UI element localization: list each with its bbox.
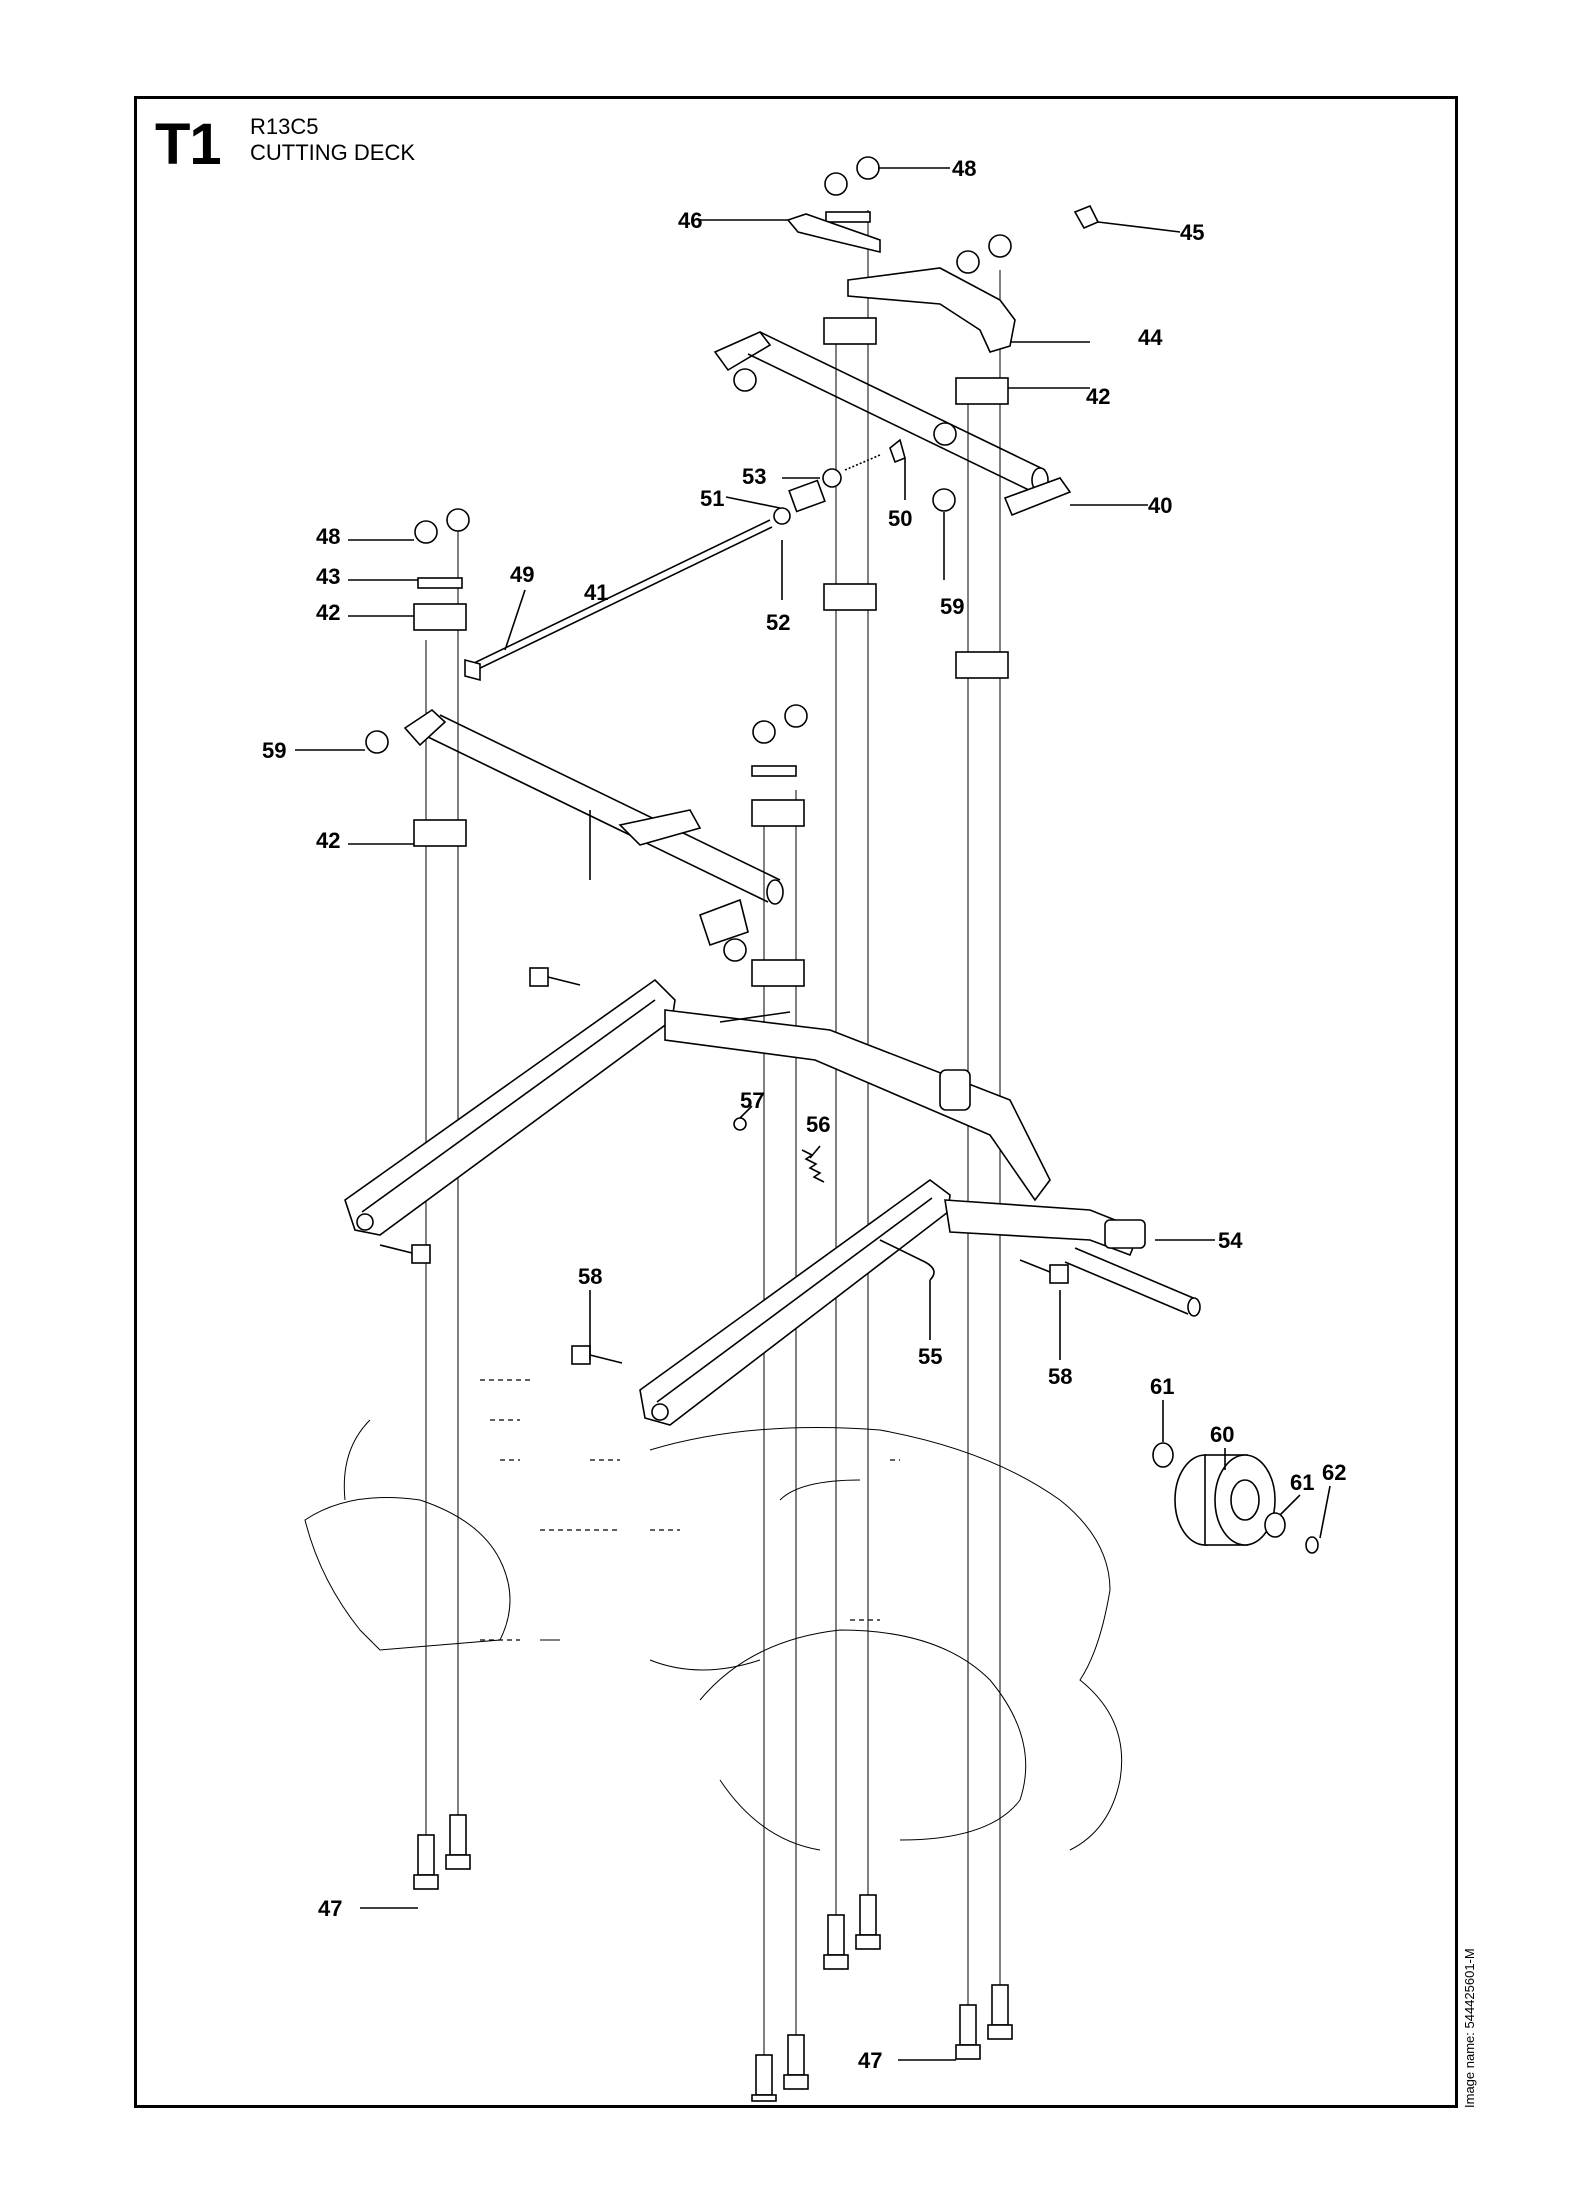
lock-nuts — [365, 156, 1012, 754]
callout-62: 62 — [1322, 1460, 1346, 1485]
upper-pivot-shaft — [713, 331, 1072, 517]
callout-50: 50 — [888, 506, 912, 531]
callout-54: 54 — [1218, 1228, 1243, 1253]
brackets — [786, 213, 1016, 353]
wheel-assembly — [1152, 1442, 1319, 1554]
callout-51: 51 — [700, 486, 724, 511]
callout-45: 45 — [1180, 220, 1204, 245]
cutting-deck-outline — [304, 1379, 1123, 1851]
callout-53: 53 — [742, 464, 766, 489]
sheet-code: T1 — [155, 112, 222, 177]
leader-lines — [295, 167, 1331, 2061]
lower-pivot-shaft — [403, 708, 784, 962]
callout-55: 55 — [918, 1344, 942, 1369]
clamp-blocks — [413, 211, 1009, 987]
model-number: R13C5 — [250, 114, 319, 139]
diagram-frame — [134, 96, 1458, 2108]
lift-arm-left — [344, 978, 1051, 1236]
callout-60: 60 — [1210, 1422, 1234, 1447]
callout-59-right: 59 — [940, 594, 964, 619]
callout-59-left: 59 — [262, 738, 286, 763]
callout-61-left: 61 — [1150, 1374, 1174, 1399]
callout-52: 52 — [766, 610, 790, 635]
clip — [1073, 204, 1100, 230]
callout-47-left: 47 — [318, 1896, 342, 1921]
section-title: CUTTING DECK — [250, 140, 415, 165]
callout-labels: 44 42 40 41 48 43 42 42 48 46 45 49 50 5… — [262, 156, 1346, 2073]
long-bolts — [413, 1814, 1013, 2102]
callout-49: 49 — [510, 562, 534, 587]
callout-58-left: 58 — [578, 1264, 602, 1289]
callout-41: 41 — [584, 580, 608, 605]
callout-58-right: 58 — [1048, 1364, 1072, 1389]
callout-61-right: 61 — [1290, 1470, 1314, 1495]
callout-43: 43 — [316, 564, 340, 589]
callout-48-left: 48 — [316, 524, 340, 549]
callout-42-top-right: 42 — [1086, 384, 1110, 409]
lift-arm-right — [639, 1179, 1146, 1426]
callout-44: 44 — [1138, 325, 1163, 350]
linkage-rod — [464, 438, 906, 682]
hook-pin — [879, 1239, 935, 1281]
callout-46: 46 — [678, 208, 702, 233]
callout-40: 40 — [1148, 493, 1172, 518]
callout-47-bottom: 47 — [858, 2048, 882, 2073]
callout-57: 57 — [740, 1088, 764, 1113]
callout-42-lower-left: 42 — [316, 828, 340, 853]
callout-42-left: 42 — [316, 600, 340, 625]
callout-56: 56 — [806, 1112, 830, 1137]
callout-48-top: 48 — [952, 156, 976, 181]
axle — [1064, 1247, 1201, 1317]
